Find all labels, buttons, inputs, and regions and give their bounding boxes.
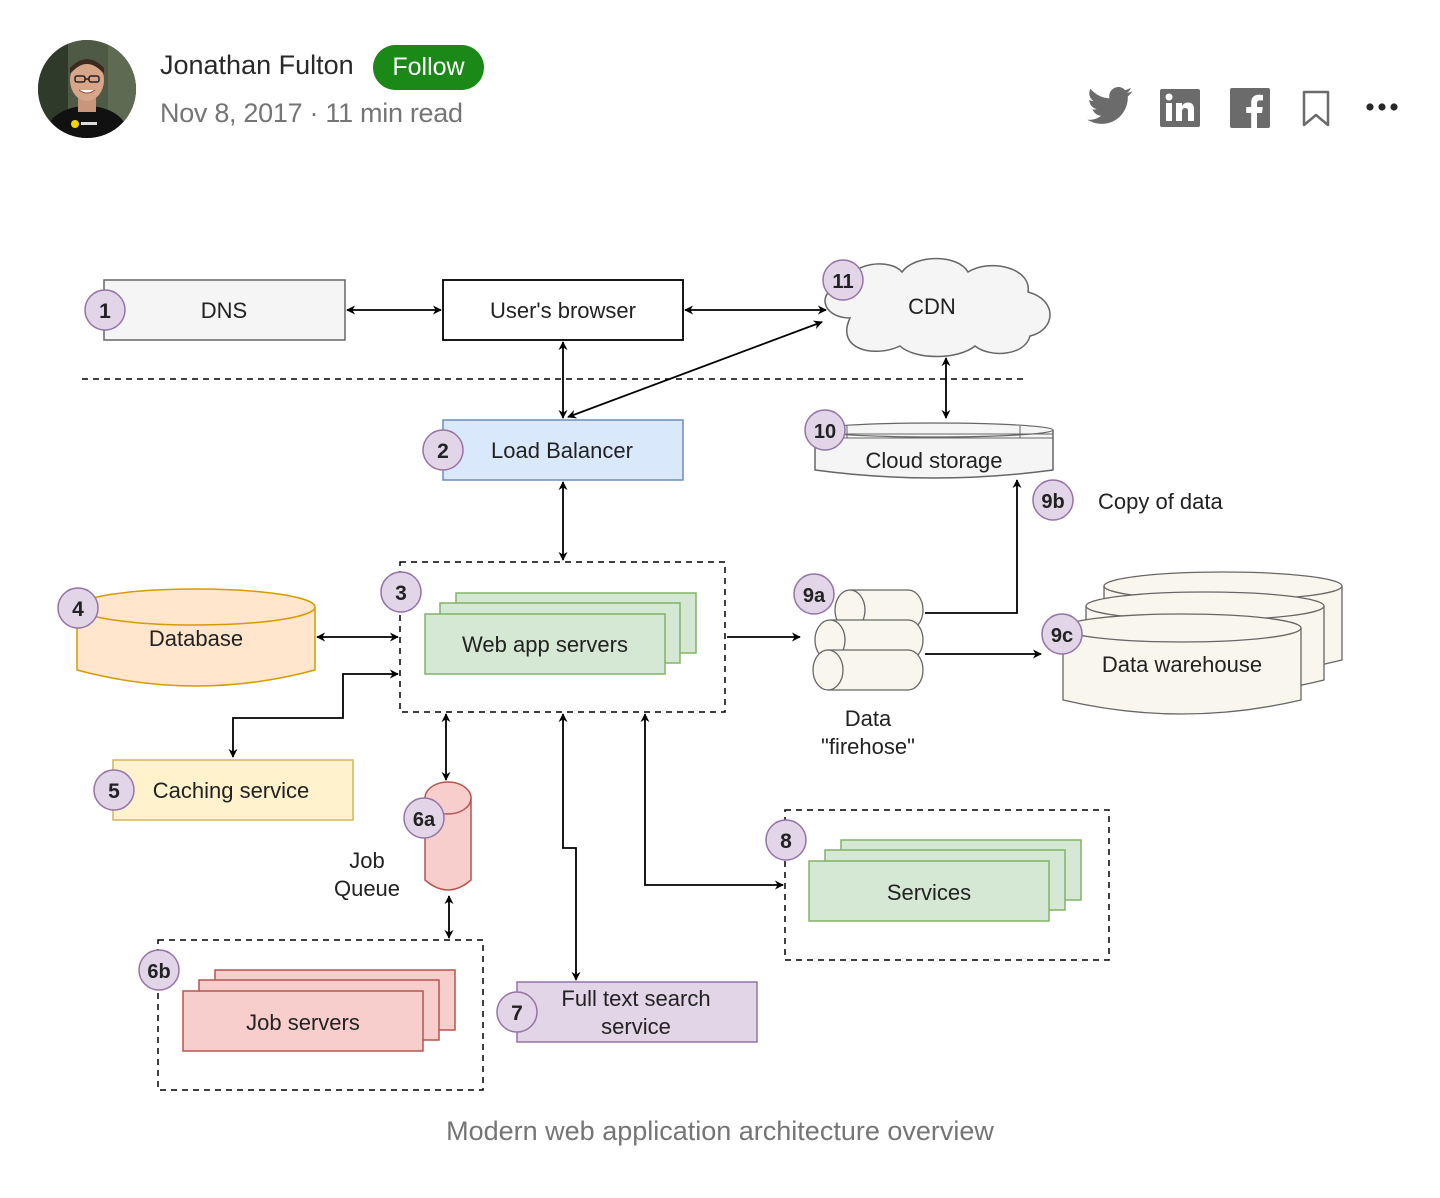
cdn-node: CDN	[824, 257, 1051, 358]
figure-caption: Modern web application architecture over…	[446, 1116, 994, 1146]
facebook-icon[interactable]	[1230, 88, 1270, 133]
job-queue-label-line2: Queue	[334, 876, 400, 901]
caching-service-label: Caching service	[153, 778, 310, 803]
badge-2: 2	[422, 429, 464, 471]
cdn-label: CDN	[908, 294, 956, 319]
svg-text:11: 11	[832, 271, 853, 293]
lb-cdn-arrow	[567, 320, 823, 419]
bookmark-icon[interactable]	[1302, 90, 1330, 133]
badge-1: 1	[84, 289, 126, 331]
svg-text:2: 2	[437, 440, 449, 463]
browser-node: User's browser	[442, 279, 684, 341]
read-time: 11 min read	[325, 98, 463, 128]
badge-8: 8	[765, 819, 807, 861]
data-warehouse-node: Data warehouse	[1062, 571, 1343, 715]
firehose-label-line1: Data	[845, 706, 892, 731]
svg-text:9c: 9c	[1051, 625, 1073, 647]
badge-10: 10	[804, 409, 846, 451]
copy-of-data-label: Copy of data	[1098, 489, 1224, 514]
badge-7: 7	[496, 991, 538, 1033]
svg-text:5: 5	[108, 780, 120, 803]
browser-label: User's browser	[490, 298, 636, 323]
search-label-line2: service	[601, 1014, 671, 1039]
twitter-icon[interactable]	[1087, 86, 1133, 131]
more-icon[interactable]	[1366, 100, 1400, 119]
web-search-arrow	[558, 713, 581, 981]
badge-4: 4	[57, 587, 99, 629]
badge-9a: 9a	[793, 573, 835, 615]
job-servers-node: Job servers	[182, 969, 456, 1052]
linkedin-icon[interactable]	[1160, 89, 1200, 132]
post-date: Nov 8, 2017	[160, 98, 303, 128]
services-label: Services	[887, 880, 971, 905]
firehose-label-line2: "firehose"	[821, 734, 915, 759]
cache-web-arrow	[228, 669, 399, 758]
cloud-storage-node: Cloud storage	[814, 422, 1054, 479]
job-servers-label: Job servers	[246, 1010, 360, 1035]
dns-label: DNS	[201, 298, 247, 323]
load-balancer-label: Load Balancer	[491, 438, 633, 463]
load-balancer-node: Load Balancer	[442, 419, 684, 481]
web-app-servers-label: Web app servers	[462, 632, 628, 657]
web-services-arrow	[640, 713, 784, 890]
services-group	[784, 809, 1110, 961]
badge-3: 3	[380, 571, 422, 613]
svg-text:6b: 6b	[147, 961, 170, 983]
badge-9c: 9c	[1041, 613, 1083, 655]
database-node: Database	[76, 588, 316, 687]
data-warehouse-label: Data warehouse	[1102, 652, 1262, 677]
svg-text:9b: 9b	[1041, 491, 1064, 513]
cloud-storage-label: Cloud storage	[866, 448, 1003, 473]
job-servers-group	[157, 939, 484, 1091]
badge-11: 11	[822, 259, 864, 301]
follow-button[interactable]: Follow	[373, 45, 484, 90]
svg-text:10: 10	[814, 421, 836, 443]
svg-text:6a: 6a	[413, 809, 436, 831]
caching-service-node: Caching service	[112, 759, 354, 821]
firehose-storage-arrow	[925, 479, 1022, 614]
web-app-group	[399, 561, 726, 713]
job-queue-label-line1: Job	[349, 848, 384, 873]
badge-9b: 9b	[1032, 479, 1074, 521]
svg-text:1: 1	[99, 300, 111, 323]
badge-6a: 6a	[403, 797, 445, 839]
svg-text:3: 3	[395, 582, 407, 605]
meta-separator: ·	[309, 98, 319, 128]
article-header: Jonathan Fulton Follow Nov 8, 2017 · 11 …	[0, 0, 1440, 160]
author-name[interactable]: Jonathan Fulton	[160, 50, 354, 80]
post-meta: Nov 8, 2017 · 11 min read	[160, 98, 463, 129]
badge-5: 5	[93, 769, 135, 811]
svg-text:7: 7	[511, 1002, 523, 1025]
services-node: Services	[808, 839, 1082, 922]
database-label: Database	[149, 626, 243, 651]
connectors	[228, 305, 1042, 981]
svg-text:9a: 9a	[803, 585, 826, 607]
svg-text:4: 4	[72, 598, 84, 621]
svg-text:8: 8	[780, 830, 792, 853]
search-service-node: Full text search service	[516, 981, 758, 1043]
badge-6b: 6b	[138, 949, 180, 991]
search-label-line1: Full text search	[561, 986, 710, 1011]
dns-node: DNS	[103, 279, 346, 341]
data-firehose-node	[812, 589, 924, 691]
web-app-servers-node: Web app servers	[424, 592, 697, 675]
